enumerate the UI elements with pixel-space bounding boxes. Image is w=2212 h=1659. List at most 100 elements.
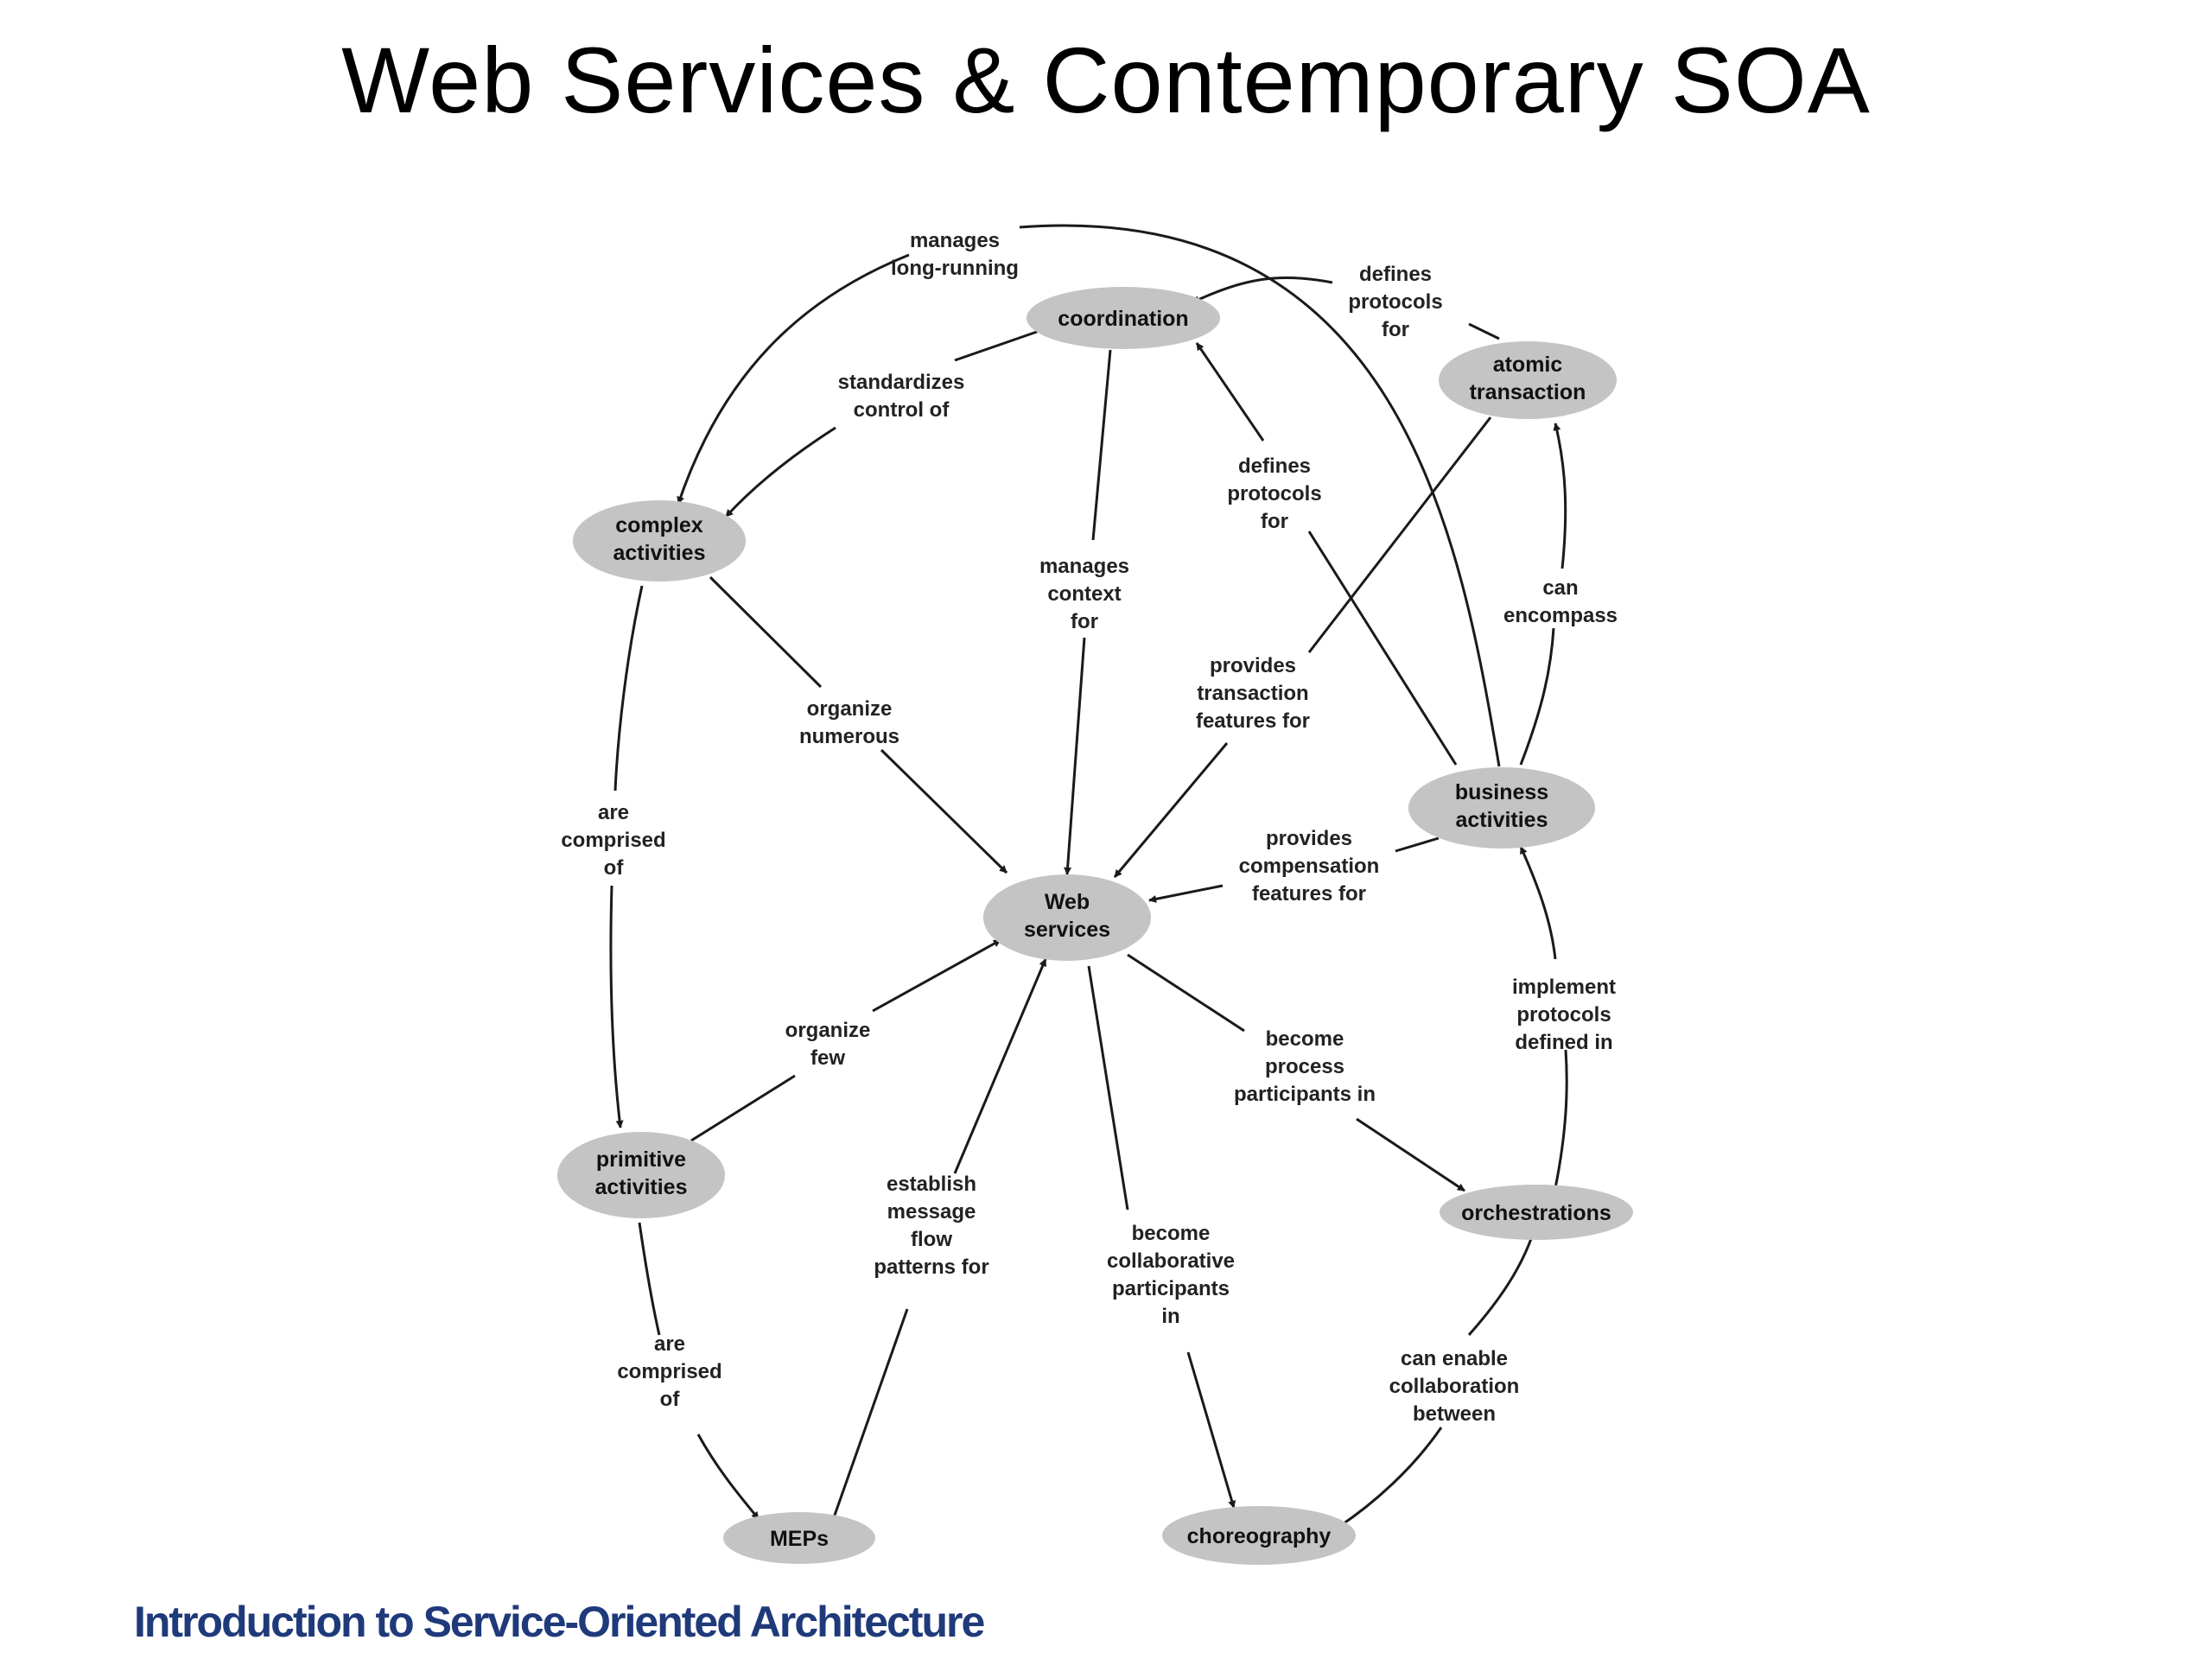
svg-text:transaction: transaction [1197, 682, 1308, 705]
node-primitive-activities-label-1: primitive [596, 1147, 686, 1172]
node-atomic-transaction-label-1: atomic [1493, 353, 1563, 377]
edge-organize-few-arrow [872, 938, 1001, 1013]
edge-are-comprised-complex-1 [613, 585, 644, 791]
node-meps-label-1: MEPs [770, 1527, 829, 1551]
edge-can-encompass-1 [1519, 627, 1555, 766]
node-coordination: coordination [1027, 287, 1220, 349]
edge-become-collaborative-1 [1087, 965, 1129, 1211]
svg-text:can enable: can enable [1401, 1347, 1508, 1370]
svg-text:long-running: long-running [891, 257, 1019, 280]
svg-text:become: become [1266, 1027, 1344, 1051]
edge-manages-context-arrow [1064, 637, 1086, 875]
svg-text:defines: defines [1238, 454, 1311, 478]
node-business-activities: business activities [1408, 767, 1595, 849]
node-primitive-activities-label-2: activities [594, 1175, 687, 1199]
svg-text:defines: defines [1359, 263, 1432, 286]
svg-text:provides: provides [1266, 827, 1352, 850]
svg-text:of: of [604, 856, 625, 880]
edge-organize-few-1 [690, 1074, 796, 1142]
node-primitive-activities: primitive activities [557, 1132, 725, 1218]
svg-text:can: can [1542, 576, 1578, 600]
label-can-encompass: can encompass [1503, 576, 1618, 627]
edge-provides-compensation-arrow [1148, 884, 1224, 903]
node-business-activities-label-2: activities [1455, 808, 1548, 832]
edge-organize-numerous-arrow [880, 748, 1008, 874]
label-defines-protocols-business: defines protocols for [1227, 454, 1321, 533]
edge-are-comprised-primitive-arrow [696, 1433, 760, 1520]
svg-text:encompass: encompass [1503, 604, 1618, 627]
label-can-enable-collaboration-between: can enable collaboration between [1389, 1347, 1520, 1426]
svg-text:features for: features for [1196, 709, 1310, 733]
svg-text:participants in: participants in [1234, 1083, 1376, 1106]
svg-text:compensation: compensation [1239, 855, 1380, 878]
svg-text:between: between [1413, 1402, 1496, 1426]
edge-become-process-arrow [1356, 1117, 1465, 1192]
edge-standardizes-control-arrow [724, 426, 836, 518]
svg-text:protocols: protocols [1348, 290, 1442, 314]
svg-text:of: of [660, 1388, 681, 1411]
edge-are-comprised-complex-arrow [609, 885, 624, 1128]
node-orchestrations: orchestrations [1440, 1185, 1633, 1240]
svg-text:flow: flow [911, 1228, 952, 1251]
footer-course-title: Introduction to Service-Oriented Archite… [134, 1598, 985, 1646]
svg-text:collaboration: collaboration [1389, 1375, 1520, 1398]
svg-text:standardizes: standardizes [838, 371, 965, 394]
label-standardizes-control-of: standardizes control of [838, 371, 965, 422]
label-are-comprised-of-primitive: are comprised of [617, 1332, 721, 1411]
node-complex-activities: complex activities [573, 500, 746, 582]
node-complex-activities-label-1: complex [615, 513, 703, 537]
edge-provides-compensation-1 [1395, 836, 1440, 853]
edge-labels: manages long-running defines protocols f… [561, 229, 1618, 1426]
svg-text:message: message [887, 1200, 976, 1224]
label-manages-context-for: manages context for [1039, 555, 1129, 633]
svg-text:comprised: comprised [561, 829, 665, 852]
edge-lines [609, 224, 1568, 1529]
edge-implement-protocols-1 [1554, 1049, 1568, 1189]
edge-establish-message-1 [830, 1308, 909, 1523]
label-manages-long-running: manages long-running [891, 229, 1019, 280]
edge-manages-context-1 [1091, 349, 1112, 541]
edge-defines-protocols-atomic-coordination-arrow [1192, 276, 1333, 304]
edge-provides-transaction-1 [1307, 416, 1492, 653]
svg-text:control of: control of [854, 398, 950, 422]
svg-text:protocols: protocols [1516, 1003, 1611, 1027]
label-become-process-participants: become process participants in [1234, 1027, 1376, 1106]
edge-manages-long-running [1019, 224, 1501, 767]
edge-can-enable-1 [1337, 1427, 1443, 1529]
node-atomic-transaction-label-2: transaction [1470, 380, 1586, 404]
edge-defines-protocols-atomic-coordination [1468, 322, 1500, 340]
svg-text:are: are [654, 1332, 685, 1356]
edge-are-comprised-primitive-1 [638, 1222, 661, 1336]
svg-text:context: context [1047, 582, 1121, 606]
svg-text:organize: organize [785, 1019, 871, 1042]
svg-text:comprised: comprised [617, 1360, 721, 1383]
label-become-collaborative-participants: become collaborative participants in [1107, 1222, 1235, 1328]
edge-can-encompass-arrow [1553, 423, 1567, 569]
node-web-services-label-1: Web [1045, 890, 1090, 914]
svg-text:numerous: numerous [799, 725, 899, 748]
svg-text:protocols: protocols [1227, 482, 1321, 505]
svg-text:patterns for: patterns for [874, 1255, 988, 1279]
edge-become-collaborative-arrow [1186, 1351, 1236, 1509]
svg-text:become: become [1132, 1222, 1211, 1245]
label-establish-message-flow-patterns: establish message flow patterns for [874, 1173, 988, 1279]
svg-text:provides: provides [1210, 654, 1296, 677]
svg-text:for: for [1261, 510, 1288, 533]
label-organize-few: organize few [785, 1019, 871, 1070]
edge-defines-protocols-business-1 [1307, 531, 1458, 766]
svg-text:process: process [1265, 1055, 1344, 1078]
node-coordination-label-1: coordination [1058, 307, 1188, 331]
node-atomic-transaction: atomic transaction [1439, 341, 1617, 419]
node-orchestrations-label-1: orchestrations [1461, 1201, 1611, 1225]
svg-text:in: in [1161, 1305, 1179, 1328]
svg-text:manages: manages [910, 229, 1000, 252]
svg-text:organize: organize [807, 697, 893, 721]
label-provides-compensation-features: provides compensation features for [1239, 827, 1380, 906]
svg-text:establish: establish [887, 1173, 976, 1196]
label-implement-protocols-defined-in: implement protocols defined in [1512, 976, 1616, 1054]
node-web-services-label-2: services [1024, 918, 1110, 942]
edge-provides-transaction-arrow [1113, 742, 1229, 878]
node-complex-activities-label-2: activities [613, 541, 705, 565]
node-choreography: choreography [1162, 1506, 1356, 1565]
